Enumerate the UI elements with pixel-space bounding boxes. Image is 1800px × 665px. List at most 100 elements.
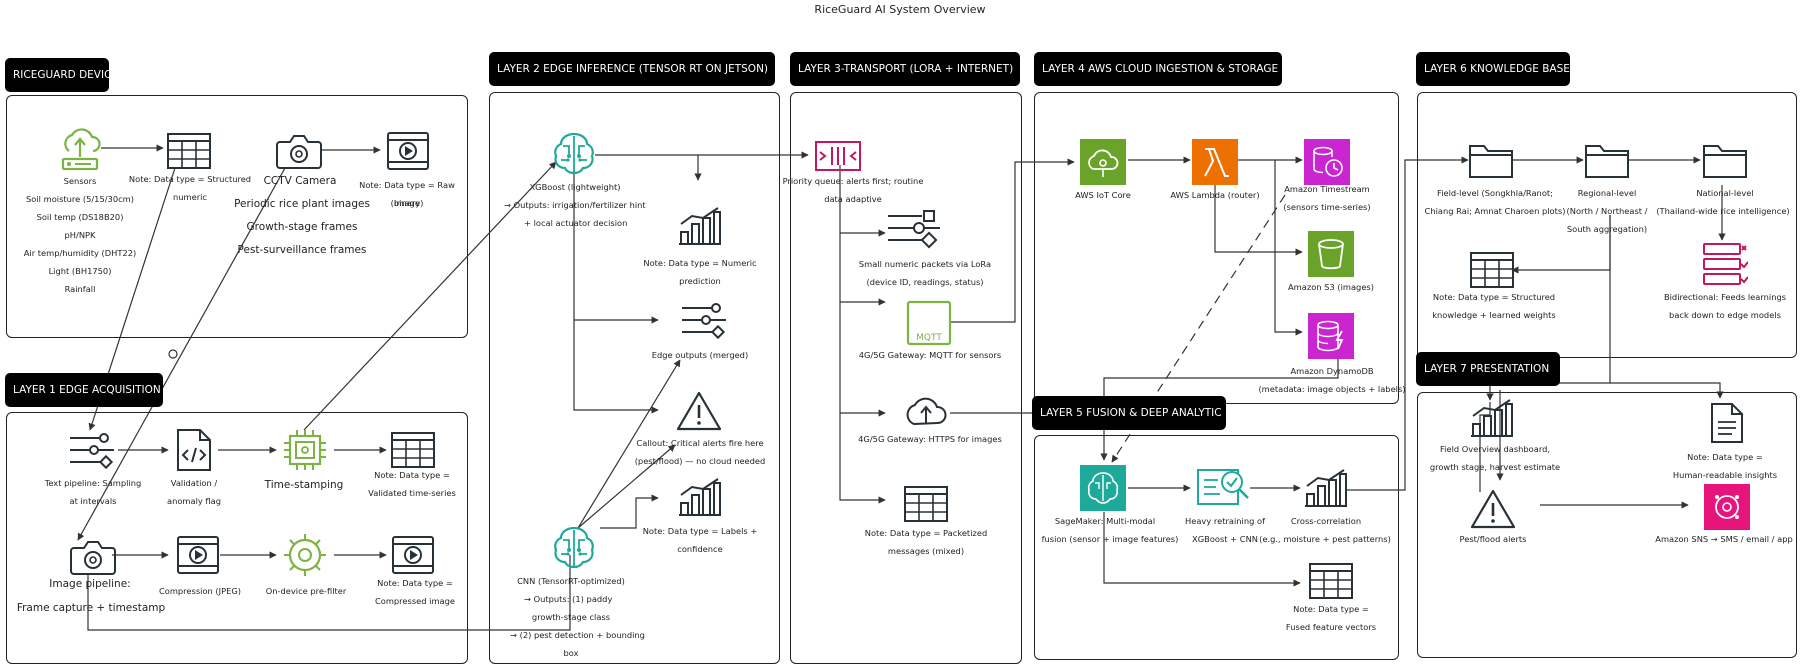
s3-bucket-icon [1308,231,1354,277]
sensor-item-3: pH/NPK [64,230,96,240]
national-level-1: National-level [1696,188,1754,198]
model-search-icon [1197,469,1249,505]
note-packetized-2: messages (mixed) [887,546,965,556]
regional-level-3: South aggregation) [1566,224,1648,234]
lora-label-2: (device ID, readings, status) [866,277,984,287]
note-compressed-1: Note: Data type = [377,578,453,588]
cnn-output-2: → (2) pest detection + bounding [510,630,645,640]
note-compressed-2: Compressed image [374,596,456,606]
cross-label-1: Cross-correlation [1290,516,1362,526]
chip-icon [284,430,326,470]
priority-queue-1: Priority queue: alerts first; routine [782,176,924,186]
sagemaker-icon [1080,465,1126,511]
timestream-icon [1304,139,1350,185]
retraining-label-1: Heavy retraining of [1185,516,1265,526]
sensor-item-2: Soil temp (DS18B20) [36,212,124,222]
callout-1: Callout: Critical alerts fire here [636,438,764,448]
sensor-item-5: Light (BH1750) [48,266,112,276]
prefilter-label: On-device pre-filter [265,586,347,596]
note-readable-2: Human-readable insights [1672,470,1778,480]
sagemaker-label-1: SageMaker: Multi-modal [1054,516,1156,526]
sagemaker-label-2: fusion (sensor + image features) [1041,534,1179,544]
cnn-output-1: → Outputs: (1) paddy [524,594,613,604]
folder-icon [1469,145,1513,178]
table-icon [904,486,948,522]
layer2-tag: LAYER 2 EDGE INFERENCE (TENSOR RT ON JET… [489,52,775,86]
note-knowledge-2: knowledge + learned weights [1432,310,1556,320]
alert-warning-icon [1470,489,1516,529]
sensor-item-1: Soil moisture (5/15/30cm) [26,194,134,204]
layer6-tag: LAYER 6 KNOWLEDGE BASE [1416,52,1570,86]
cnn-output-2b: box [563,648,579,658]
validation-1: Validation / [170,478,218,488]
cloud-upload-icon [906,397,947,426]
regional-level-1: Regional-level [1577,188,1637,198]
timestream-label-2: (sensors time-series) [1283,202,1371,212]
lora-label-1: Small numeric packets via LoRa [858,259,992,269]
dashboard-chart-icon [1471,399,1513,437]
sensors-label: Sensors [63,176,97,186]
field-level-2: Chiang Rai; Amnat Charoen plots) [1424,206,1566,216]
national-level-2: (Thailand-wide rice intelligence) [1656,206,1790,216]
layer3-tag: LAYER 3-TRANSPORT (LORA + INTERNET) [790,52,1020,86]
dashboard-label-2: growth stage, harvest estimate [1429,462,1561,472]
device-tag: RICEGUARD DEVICE [5,58,118,92]
xgboost-output-2: + local actuator decision [524,218,628,228]
timestamping-label: Time-stamping [264,479,344,491]
text-pipeline-1: Text pipeline: Sampling [44,478,142,488]
note-structured-1: Note: Data type = Structured [128,174,252,184]
note-raw-2: (binary) [390,198,424,208]
dynamodb-label-2: (metadata: image objects + labels) [1258,384,1406,394]
ai-chip-icon [284,534,326,576]
bar-chart-icon [1305,469,1347,507]
diagram-title: RiceGuard AI System Overview [814,3,986,16]
xgboost-output-1: → Outputs: irrigation/fertilizer hint [504,200,646,210]
priority-queue-icon [815,141,861,171]
dynamodb-icon [1308,313,1354,359]
cctv-item-2: Growth-stage frames [246,221,358,233]
iot-core-icon [1080,139,1126,185]
cctv-item-1: Periodic rice plant images [234,198,370,210]
warning-icon [676,391,722,431]
document-icon [1711,403,1743,443]
sensor-item-6: Rainfall [64,284,96,294]
mqtt-icon: MQTT [906,300,952,346]
note-numeric-2: prediction [679,276,721,286]
table-icon [167,133,211,169]
regional-level-2: (North / Northeast / [1566,206,1648,216]
video-file-icon [392,536,434,574]
image-pipeline-label: Image pipeline: [49,578,131,590]
bidirectional-1: Bidirectional: Feeds learnings [1663,292,1787,302]
camera-icon [70,541,116,575]
priority-queue-2: data adaptive [824,194,882,204]
alerts-label: Pest/flood alerts [1459,534,1527,544]
video-file-icon [177,536,219,574]
layer4-tag: LAYER 4 AWS CLOUD INGESTION & STORAGE [1034,52,1282,86]
note-fused-2: Fused feature vectors [1285,622,1377,632]
note-numeric-1: Note: Data type = Numeric [643,258,757,268]
s3-label: Amazon S3 (images) [1288,282,1374,292]
layer5-tag: LAYER 5 FUSION & DEEP ANALYTIC [1032,396,1226,430]
brain-circuit-icon [554,132,594,175]
bidirectional-2: back down to edge models [1669,310,1781,320]
sensor-cloud-icon [61,128,101,171]
table-icon [391,432,435,468]
note-labels-2: confidence [677,544,723,554]
compression-label: Compression (JPEG) [158,586,242,596]
bar-chart-icon [679,478,721,516]
pipeline-filter-icon [70,433,114,470]
checklist-icon [1703,243,1748,285]
sns-icon [1704,484,1750,530]
folder-icon [1585,145,1629,178]
note-readable-1: Note: Data type = [1687,452,1763,462]
cnn-label: CNN (TensorRT-optimized) [517,576,625,586]
cctv-label: CCTV Camera [263,175,337,187]
table-icon [1309,563,1353,599]
note-fused-1: Note: Data type = [1293,604,1369,614]
iot-core-label: AWS IoT Core [1075,190,1131,200]
lambda-icon [1192,139,1238,185]
callout-2: (pest/flood) — no cloud needed [634,456,766,466]
code-file-icon [177,429,211,471]
note-raw-1: Note: Data type = Raw image [359,180,455,208]
https-label: 4G/5G Gateway: HTTPS for images [858,434,1002,444]
